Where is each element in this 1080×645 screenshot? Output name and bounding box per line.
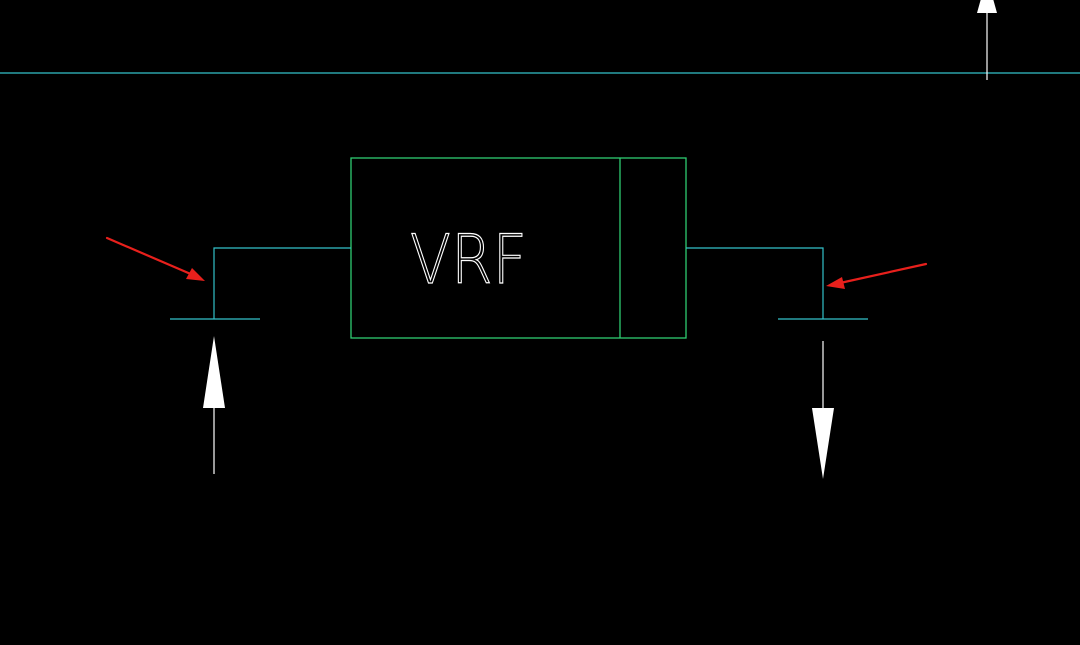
top-flow-arrow-icon — [977, 0, 997, 80]
left-annotation-arrow-icon — [105, 236, 205, 281]
left-flow-arrow-icon — [203, 336, 225, 474]
left-pipe — [170, 247, 351, 320]
vrf-unit: VRF — [350, 157, 687, 339]
right-pipe — [686, 247, 868, 320]
right-flow-arrow-icon — [812, 341, 834, 479]
right-annotation-arrow-icon — [826, 262, 928, 289]
vrf-unit-label: VRF — [410, 221, 527, 300]
